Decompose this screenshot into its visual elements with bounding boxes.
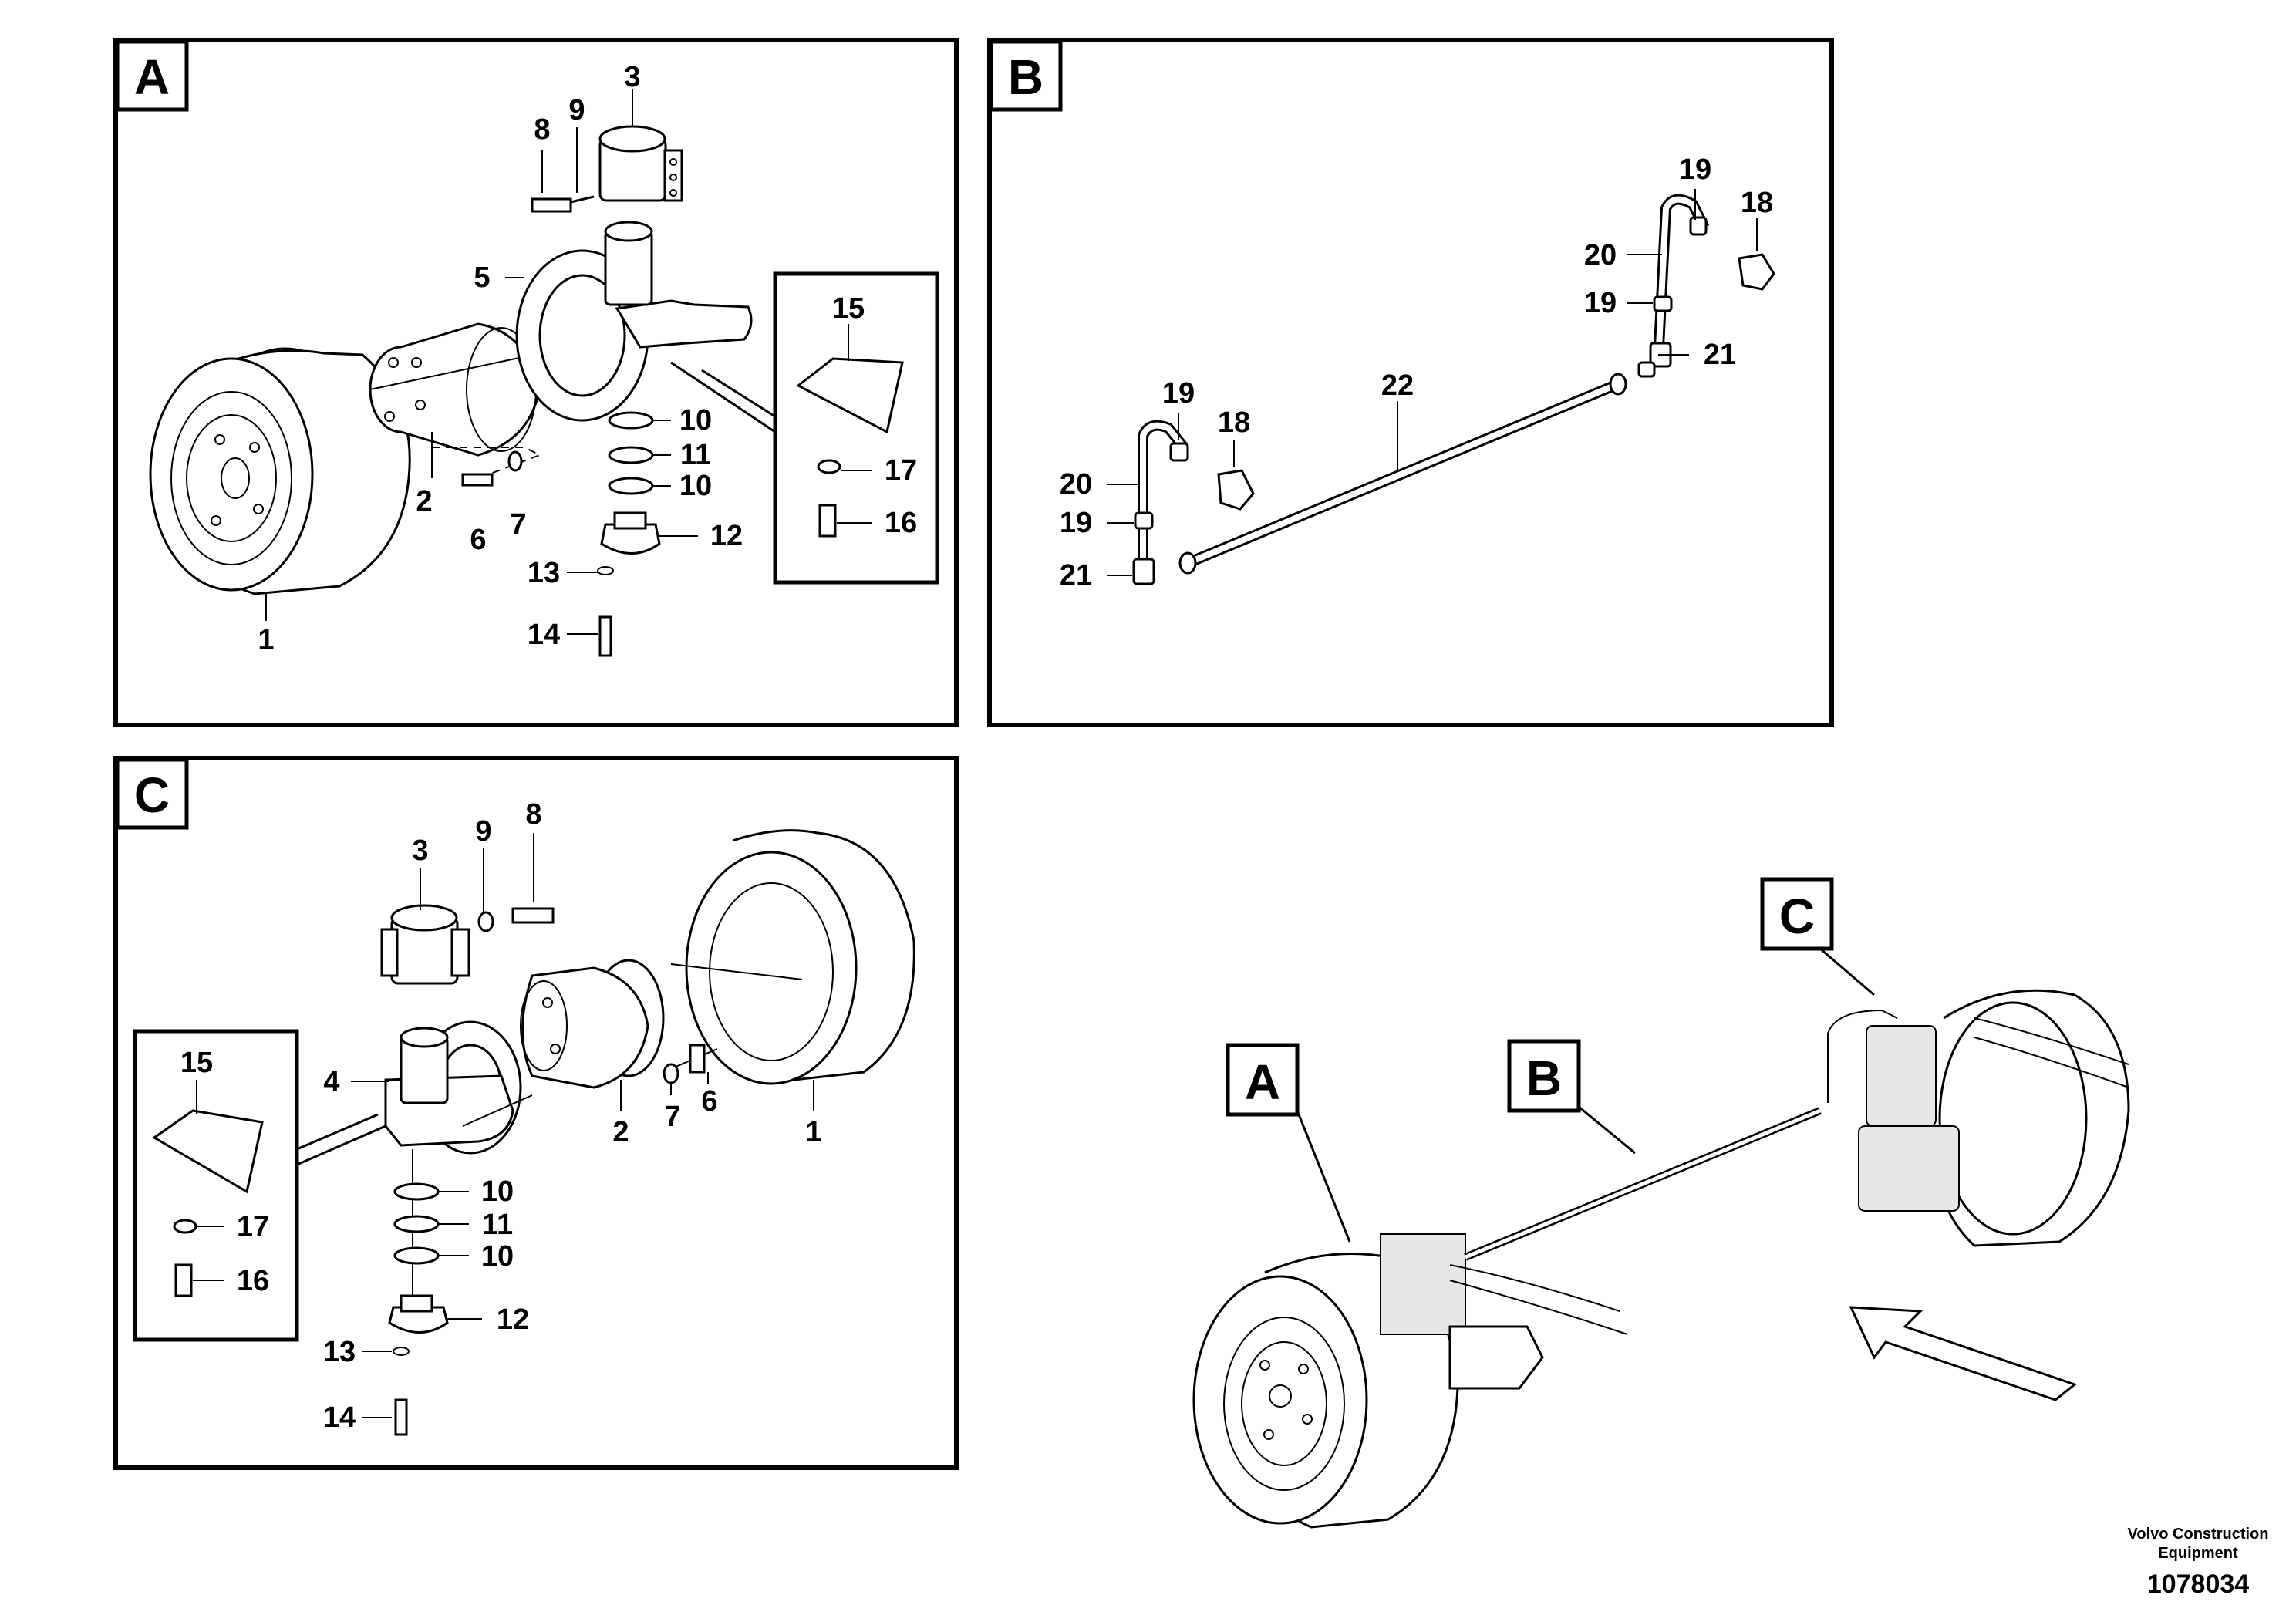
callout-a-11: 11	[680, 439, 711, 471]
overview-left-wheel	[1192, 1233, 1628, 1529]
callout-c-17: 17	[237, 1211, 269, 1243]
overview-tag-c: C	[1779, 889, 1815, 944]
company-name-line1: Volvo Construction	[2128, 1526, 2269, 1543]
callout-a-15: 15	[832, 292, 865, 325]
overview-tag-b: B	[1526, 1050, 1562, 1106]
company-name-line2: Equipment	[2158, 1545, 2238, 1562]
callout-c-11: 11	[482, 1209, 513, 1241]
panel-b: B 19 18 20	[987, 38, 1834, 727]
overview-tag-c-box	[1760, 877, 1834, 951]
callout-b-19-left-top: 19	[1162, 377, 1195, 410]
callout-c-2: 2	[612, 1116, 629, 1148]
callout-c-10-top: 10	[481, 1175, 514, 1208]
panel-a-inset	[670, 271, 939, 585]
callout-b-18-left: 18	[1218, 406, 1250, 439]
callout-b-21-left: 21	[1060, 559, 1092, 592]
callout-b-19-right: 19	[1584, 287, 1617, 319]
bolt-washer-drawing-c	[663, 1044, 706, 1084]
panel-a-tag-box	[115, 39, 189, 112]
panel-a-frame	[113, 38, 959, 727]
panel-b-tag-box	[989, 39, 1063, 112]
callout-a-16: 16	[885, 507, 917, 539]
callout-b-19-top: 19	[1679, 153, 1711, 186]
actuator-drawing	[531, 125, 683, 213]
overview-tag-a-box	[1226, 1043, 1300, 1117]
callout-a-12: 12	[710, 520, 743, 552]
overview-tag-b-box	[1507, 1039, 1581, 1113]
callout-c-6: 6	[701, 1085, 717, 1118]
wheel-drawing-c	[670, 829, 915, 1085]
callout-a-7: 7	[510, 508, 526, 541]
callout-a-13: 13	[528, 557, 560, 589]
panel-b-frame	[987, 38, 1834, 727]
overview-right-wheel	[1827, 989, 2130, 1247]
steering-knuckle-drawing-c	[384, 1020, 533, 1155]
callout-a-3: 3	[624, 61, 640, 93]
callout-c-15: 15	[180, 1047, 213, 1079]
actuator-drawing-c	[380, 904, 555, 985]
panel-c-frame	[113, 756, 959, 1470]
callout-b-20-right: 20	[1584, 239, 1617, 271]
panel-c-inset	[133, 1029, 386, 1342]
callout-a-10-bottom: 10	[679, 470, 712, 502]
steering-knuckle-drawing	[515, 221, 753, 422]
panel-a-tag: A	[134, 49, 170, 105]
callout-c-9: 9	[475, 815, 491, 848]
callout-c-12: 12	[497, 1303, 529, 1336]
callout-a-5: 5	[474, 261, 490, 294]
callout-c-13: 13	[323, 1336, 356, 1368]
callout-a-9: 9	[568, 94, 585, 126]
callout-a-1: 1	[258, 624, 274, 656]
panel-c-tag-box	[115, 757, 189, 830]
panel-c: C	[113, 756, 959, 1470]
callout-b-21-right: 21	[1704, 339, 1736, 371]
wheel-drawing	[149, 347, 411, 595]
callout-b-19-left: 19	[1060, 507, 1092, 539]
callout-c-3: 3	[412, 835, 428, 867]
callout-a-2: 2	[416, 485, 432, 518]
seal-stack-drawing	[597, 411, 661, 657]
callout-a-14: 14	[528, 619, 560, 651]
direction-arrow	[1849, 1306, 2078, 1401]
panel-b-tag: B	[1008, 49, 1043, 105]
panel-a: A	[113, 38, 959, 727]
panel-c-tag: C	[134, 767, 170, 823]
callout-c-4: 4	[323, 1066, 339, 1098]
bolt-washer-drawing	[461, 450, 523, 487]
callout-a-6: 6	[470, 524, 486, 556]
footer: Volvo Construction Equipment 1078034	[2128, 1526, 2269, 1599]
callout-c-8: 8	[525, 798, 541, 831]
drawing-number: 1078034	[2147, 1570, 2249, 1599]
callout-b-18-right: 18	[1741, 187, 1773, 219]
callout-c-16: 16	[237, 1265, 269, 1297]
callout-b-22: 22	[1381, 369, 1414, 402]
callout-a-10-top: 10	[679, 404, 712, 437]
callout-c-10-bottom: 10	[481, 1240, 514, 1273]
callout-a-17: 17	[885, 454, 917, 487]
callout-c-14: 14	[323, 1401, 356, 1434]
callout-c-7: 7	[664, 1101, 680, 1133]
callout-a-8: 8	[534, 113, 550, 146]
hydraulic-line-drawing	[1132, 194, 1775, 585]
axle-overview: A B C	[1192, 877, 2130, 1529]
overview-tag-a: A	[1245, 1054, 1280, 1110]
callout-b-20-left: 20	[1060, 468, 1092, 501]
callout-c-1: 1	[805, 1116, 821, 1148]
